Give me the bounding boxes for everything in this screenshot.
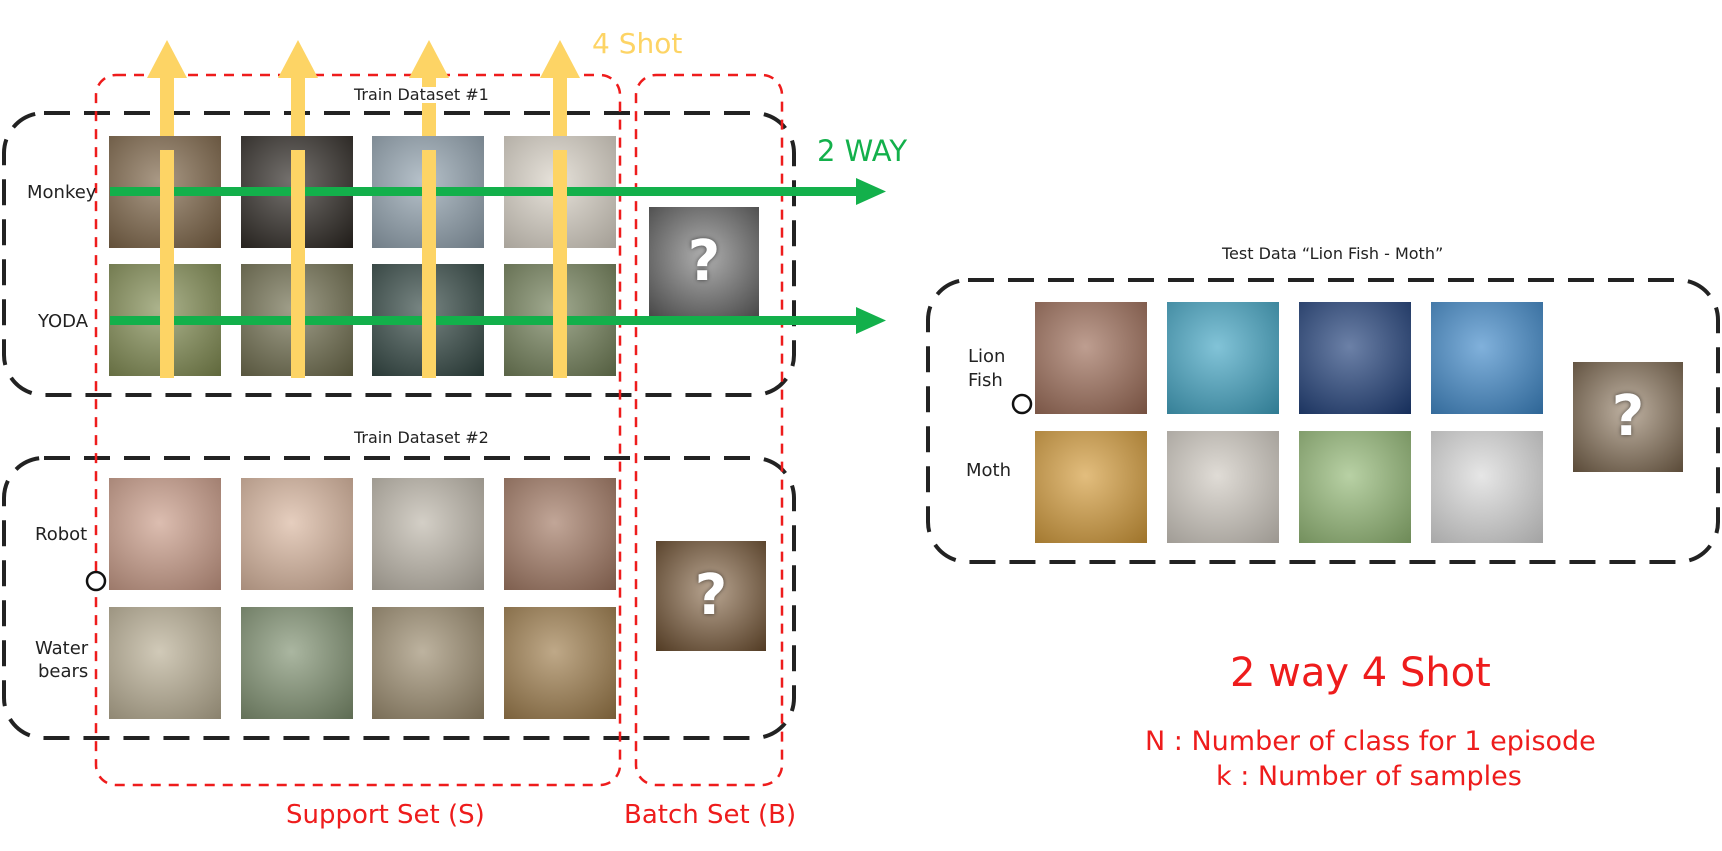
connector-dot-2 [1011, 393, 1033, 415]
moth-photo-3-icon [1299, 431, 1411, 543]
question-mark: ? [694, 563, 728, 628]
summary-title: 2 way 4 Shot [1230, 650, 1491, 696]
waterbear-photo-1-icon [109, 607, 221, 719]
query-monkey-icon: ? [649, 207, 759, 317]
class-label-lionfish-line1: Lion [968, 346, 1006, 367]
batch-set-label: Batch Set (B) [624, 800, 797, 830]
waterbear-photo-2-icon [241, 607, 353, 719]
robot-photo-4-icon [504, 478, 616, 590]
connector-dot-1 [85, 570, 107, 592]
question-mark: ? [1611, 384, 1645, 449]
monkey-photo-1-icon [109, 136, 221, 248]
shot-arrow-head-4 [540, 40, 580, 78]
shot-label: 4 Shot [592, 27, 683, 60]
monkey-photo-3-icon [372, 136, 484, 248]
batch-set-box [634, 73, 784, 787]
shot-arrow-head-1 [147, 40, 187, 78]
lionfish-photo-1-icon [1035, 302, 1147, 414]
waterbear-photo-3-icon [372, 607, 484, 719]
waterbear-photo-4-icon [504, 607, 616, 719]
yoda-photo-2-icon [241, 264, 353, 376]
lionfish-photo-2-icon [1167, 302, 1279, 414]
class-label-waterbears-line1: Water [35, 638, 89, 659]
class-label-waterbears-line2: bears [38, 661, 89, 682]
robot-photo-3-icon [372, 478, 484, 590]
support-set-box [94, 73, 622, 787]
lionfish-photo-3-icon [1299, 302, 1411, 414]
yoda-photo-4-icon [504, 264, 616, 376]
class-label-robot: Robot [35, 524, 88, 545]
support-set-label: Support Set (S) [286, 800, 485, 830]
moth-photo-1-icon [1035, 431, 1147, 543]
test-dataset-title: Test Data “Lion Fish - Moth” [1222, 244, 1444, 263]
way-label: 2 WAY [817, 134, 908, 168]
robot-photo-1-icon [109, 478, 221, 590]
moth-photo-4-icon [1431, 431, 1543, 543]
question-mark: ? [687, 229, 721, 294]
n-definition: N : Number of class for 1 episode [1145, 726, 1596, 757]
class-label-lionfish-line2: Fish [968, 370, 1003, 391]
query-moth-icon: ? [1573, 362, 1683, 472]
train-dataset-2-title: Train Dataset #2 [354, 428, 489, 447]
robot-photo-2-icon [241, 478, 353, 590]
monkey-photo-2-icon [241, 136, 353, 248]
monkey-photo-4-icon [504, 136, 616, 248]
class-label-moth: Moth [966, 460, 1012, 481]
yoda-photo-1-icon [109, 264, 221, 376]
shot-arrow-head-2 [278, 40, 318, 78]
yoda-photo-3-icon [372, 264, 484, 376]
class-label-monkey: Monkey [27, 182, 97, 203]
train-dataset-1-title: Train Dataset #1 [354, 85, 489, 104]
k-definition: k : Number of samples [1216, 761, 1522, 792]
class-label-yoda: YODA [38, 311, 89, 332]
lionfish-photo-4-icon [1431, 302, 1543, 414]
query-waterbear-icon: ? [656, 541, 766, 651]
shot-arrow-head-3 [409, 40, 449, 78]
moth-photo-2-icon [1167, 431, 1279, 543]
